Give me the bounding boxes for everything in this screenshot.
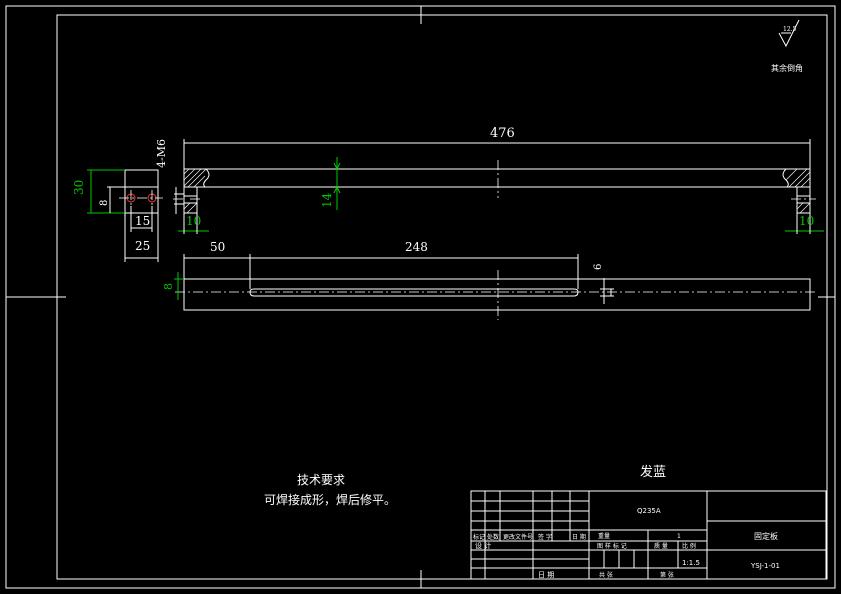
dim-4m6-text: 4-M6 [155, 139, 168, 168]
roughness-symbol: 12.5 其余倒角 [771, 19, 803, 73]
hdr-count: 处数 [487, 533, 499, 541]
tech-line: 可焊接成形，焊后修平。 [264, 492, 396, 507]
hatch-left [183, 168, 207, 214]
dim-50: 50 [183, 240, 251, 289]
dim-4m6: 4-M6 [155, 139, 184, 214]
dim-25: 25 [124, 213, 159, 262]
dim-15: 15 [130, 206, 153, 232]
dim-248-text: 248 [405, 240, 428, 254]
outer-border [5, 5, 836, 589]
hdr-mark: 标记 [473, 533, 485, 541]
hdr-date: 日 期 [572, 533, 586, 541]
inner-border [56, 14, 828, 580]
sheet-page: 第 张 [660, 571, 674, 579]
scale-value: 1:1.5 [682, 559, 700, 567]
dim-10-right-text: 10 [799, 214, 814, 228]
dim-30-text: 30 [72, 180, 86, 195]
title-block [470, 490, 827, 580]
side-view [119, 169, 163, 214]
dim-6: 6 [593, 264, 614, 304]
dim-248: 248 [250, 240, 579, 289]
dim-8-side: 8 [99, 186, 125, 213]
dim-8-thick-text: 8 [162, 283, 175, 290]
dim-6-text: 6 [593, 264, 604, 270]
stage-label: 图 样 标 记 [597, 542, 627, 550]
date-label: 日 期 [538, 571, 554, 579]
dim-14-text: 14 [320, 192, 334, 208]
dim-476-text: 476 [490, 126, 515, 141]
tech-title: 技术要求 [297, 473, 345, 487]
dim-50-text: 50 [210, 240, 225, 254]
dim-476: 476 [183, 126, 811, 169]
part-count: 1 [677, 533, 681, 540]
part-name: 固定板 [754, 531, 778, 541]
ratio-label: 比 例 [682, 542, 696, 550]
drawing-number: YSJ-1-01 [750, 562, 780, 570]
dim-8-thick: 8 [162, 272, 184, 300]
mass-label: 质 量 [654, 542, 668, 550]
dim-15-text: 15 [135, 214, 150, 228]
sheet-total: 共 张 [599, 571, 613, 579]
dim-30: 30 [72, 169, 125, 214]
material-code: Q235A [637, 507, 661, 515]
dim-25-text: 25 [135, 239, 150, 253]
roughness-note: 其余倒角 [771, 63, 803, 73]
roughness-value: 12.5 [783, 26, 797, 33]
dim-8-side-text: 8 [99, 200, 110, 206]
hatch-right [785, 168, 811, 214]
dim-10-left-text: 10 [186, 214, 201, 228]
dim-10-right: 10 [785, 213, 824, 234]
dim-10-left: 10 [178, 213, 209, 234]
dim-14: 14 [320, 157, 341, 210]
hdr-doc: 更改文件号 [503, 533, 533, 541]
hdr-sign: 签 字 [538, 533, 552, 541]
top-view [175, 270, 818, 320]
design-label: 设 计 [475, 541, 491, 550]
material-label: 发蓝 [640, 464, 666, 480]
front-view [173, 160, 816, 214]
weight-label: 重量 [598, 532, 610, 540]
